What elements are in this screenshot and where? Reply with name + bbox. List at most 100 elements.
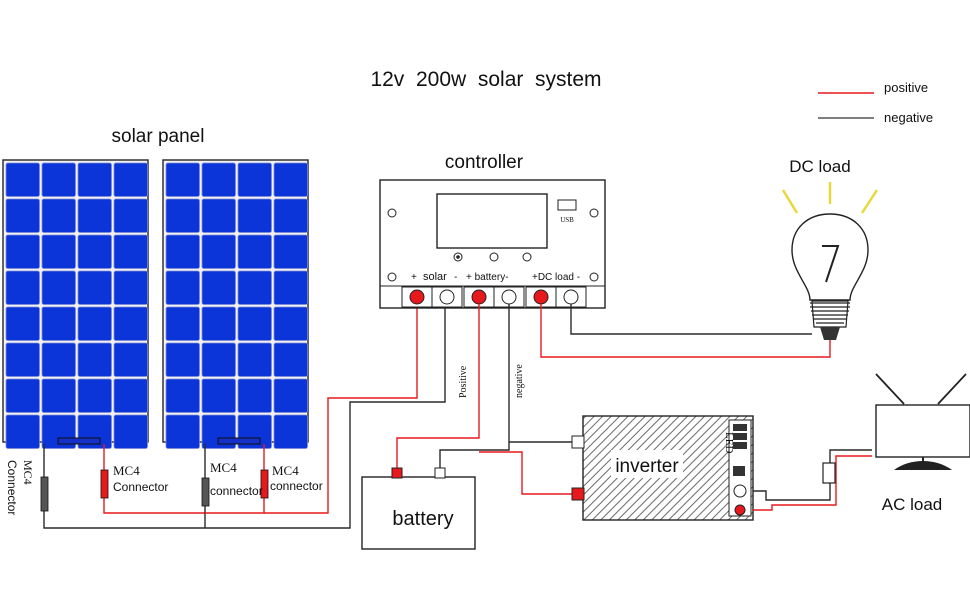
solar-cell	[273, 162, 308, 197]
dc-load-positive-wire	[540, 304, 831, 358]
connector-label-left-mc4: MC4	[21, 460, 35, 485]
solar-cell	[113, 270, 148, 305]
light-bulb-icon	[781, 182, 879, 340]
controller-button-2[interactable]	[489, 252, 499, 262]
inverter-switch	[733, 466, 745, 476]
mounting-hole-tl	[387, 208, 397, 218]
solar-cell	[5, 414, 40, 449]
solar-cell	[165, 198, 200, 233]
terminal-solar-label: solar	[423, 271, 447, 283]
ac-load-wire-dark	[753, 449, 872, 501]
terminal-load-positive	[533, 289, 549, 305]
controller-label: controller	[445, 152, 524, 173]
solar-cell	[113, 234, 148, 269]
mc4-connector-left	[40, 476, 49, 512]
solar-cell	[77, 306, 112, 341]
connector-label-mc4-1: MC4	[113, 463, 140, 478]
solar-cell	[237, 342, 272, 377]
solar-cell	[165, 342, 200, 377]
solar-cell	[41, 306, 76, 341]
inverter-led-3	[733, 442, 747, 449]
legend-negative-label: negative	[884, 110, 933, 125]
solar-cell	[273, 306, 308, 341]
solar-cell	[201, 306, 236, 341]
solar-cell	[201, 378, 236, 413]
mc4-connector-1	[100, 469, 109, 499]
inverter-power-button[interactable]	[734, 504, 746, 516]
solar-cell	[5, 162, 40, 197]
positive-wire-label: Positive	[458, 365, 469, 398]
solar-cell	[113, 198, 148, 233]
terminal-solar-negative	[439, 289, 455, 305]
usb-label: USB	[560, 216, 574, 224]
solar-cell	[113, 414, 148, 449]
connector-label-mc4-3: MC4	[272, 463, 299, 478]
solar-cell	[5, 378, 40, 413]
solar-cell	[41, 234, 76, 269]
terminal-load-negative	[563, 289, 579, 305]
solar-cell	[273, 234, 308, 269]
diagram-title: 12v 200w solar system	[370, 68, 601, 91]
ac-load-label: AC load	[882, 495, 942, 514]
solar-cell	[165, 234, 200, 269]
solar-cell	[201, 342, 236, 377]
battery-box: battery	[361, 467, 476, 550]
solar-cell	[237, 234, 272, 269]
connector-label-mc4-2: MC4	[210, 460, 237, 475]
battery-label: battery	[392, 508, 453, 530]
solar-cell	[77, 342, 112, 377]
battery-positive-post	[391, 467, 403, 479]
solar-panel-right	[162, 159, 309, 449]
solar-cell	[113, 378, 148, 413]
inverter-led-label: LED	[723, 432, 735, 453]
inverter-box: inverter LED	[571, 415, 754, 521]
junction-box-left	[57, 437, 101, 445]
controller-display	[436, 193, 548, 249]
terminal-block	[401, 286, 587, 308]
terminal-battery-positive	[471, 289, 487, 305]
battery-negative-post	[434, 467, 446, 479]
dc-load-label: DC load	[789, 157, 850, 176]
inverter-led-1	[733, 424, 747, 431]
battery-positive-wire	[396, 304, 480, 468]
connector-label-connector-1: Connector	[113, 480, 168, 494]
controller-button-3[interactable]	[522, 252, 532, 262]
junction-box-right	[217, 437, 261, 445]
solar-cell	[113, 162, 148, 197]
solar-cell	[77, 270, 112, 305]
ac-plug	[822, 462, 836, 484]
negative-wire-label: negative	[514, 364, 525, 398]
inverter-positive-terminal	[571, 487, 585, 501]
terminal-battery-negative	[501, 289, 517, 305]
mc4-connector-3	[260, 469, 269, 499]
solar-cell	[237, 162, 272, 197]
solar-cell	[41, 198, 76, 233]
solar-cell	[41, 162, 76, 197]
solar-cell	[237, 306, 272, 341]
solar-cell	[237, 378, 272, 413]
solar-cell	[201, 270, 236, 305]
controller-button-1[interactable]	[453, 252, 463, 262]
solar-cell	[165, 306, 200, 341]
solar-cell	[113, 342, 148, 377]
legend: positive negative	[818, 80, 933, 125]
solar-cell	[201, 162, 236, 197]
solar-panel-label: solar panel	[112, 126, 205, 147]
solar-cell	[273, 378, 308, 413]
terminal-plus-label: +	[411, 272, 417, 283]
solar-cell	[273, 198, 308, 233]
solar-cell	[165, 162, 200, 197]
solar-cell	[237, 270, 272, 305]
solar-cell	[201, 234, 236, 269]
connector-label-connector-2: connector	[210, 484, 263, 498]
solar-cell	[5, 306, 40, 341]
solar-cell	[113, 306, 148, 341]
connector-label-connector-3: connector	[270, 479, 323, 493]
solar-cell	[77, 234, 112, 269]
solar-cell	[5, 270, 40, 305]
mounting-hole-tr	[589, 208, 599, 218]
solar-cell	[5, 342, 40, 377]
solar-cell	[165, 378, 200, 413]
mc4-connector-2	[201, 477, 210, 507]
